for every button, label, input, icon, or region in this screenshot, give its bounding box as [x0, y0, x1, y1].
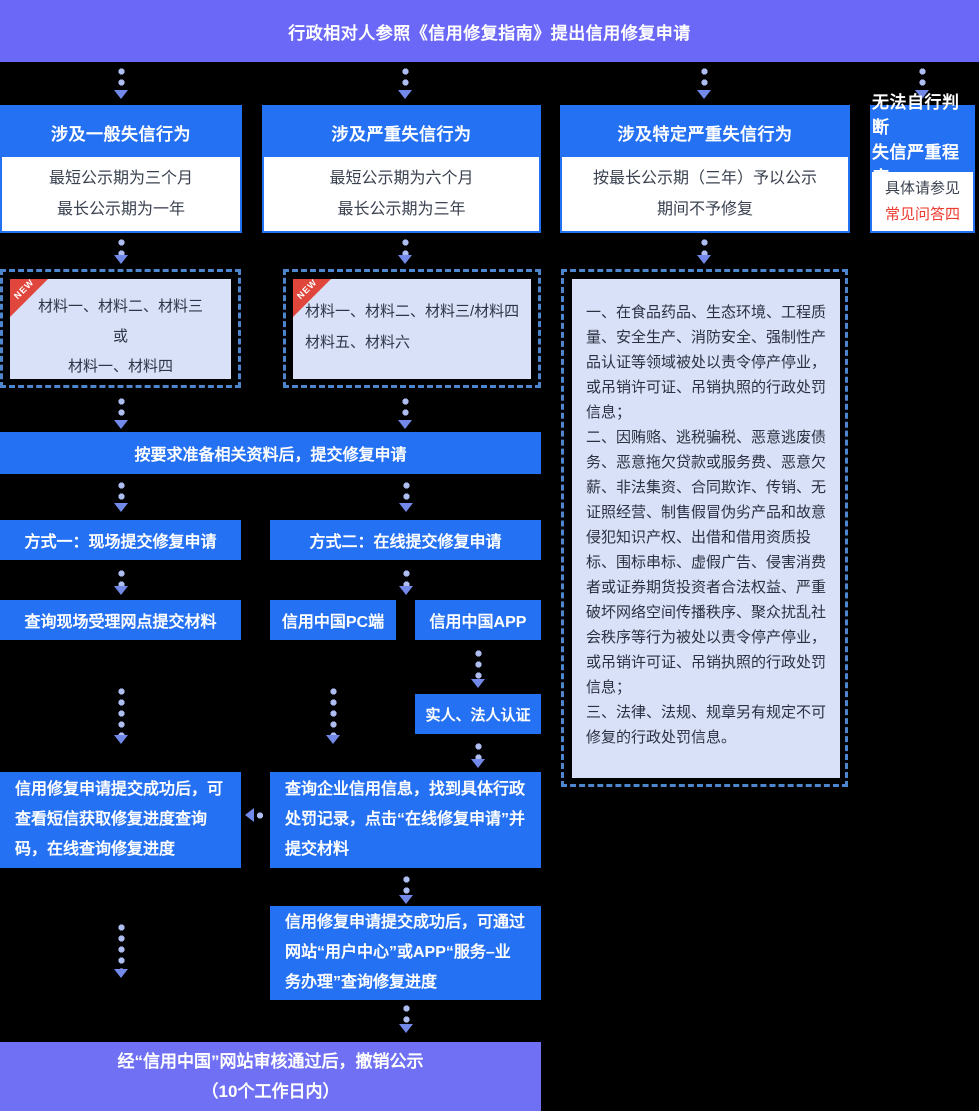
- final-result-line1: 经“信用中国”网站审核通过后，撤销公示: [117, 1051, 424, 1071]
- onsite-step-label: 查询现场受理网点提交材料: [24, 614, 217, 631]
- flow-arrow-down: [399, 874, 413, 904]
- cannot-judge-title-line2: 失信严重程度: [872, 142, 960, 187]
- general-dishonesty-box: 涉及一般失信行为 最短公示期为三个月 最长公示期为一年: [0, 105, 242, 233]
- flow-arrow-down: [697, 237, 711, 264]
- serious-dishonesty-title: 涉及严重失信行为: [331, 124, 472, 144]
- flow-arrow-down: [399, 568, 413, 595]
- general-dishonesty-title: 涉及一般失信行为: [51, 124, 191, 144]
- flow-arrow-down: [326, 686, 340, 744]
- method-online-label: 方式二：在线提交修复申请: [309, 534, 502, 551]
- new-badge-label: NEW: [294, 276, 320, 302]
- cannot-judge-header: 无法自行判断 失信严重程度: [872, 93, 973, 187]
- flow-arrow-down: [915, 66, 929, 99]
- materials-general-text: 材料一、材料二、材料三 或 材料一、材料四: [10, 279, 231, 382]
- materials-line: 材料一、材料二、材料三: [37, 298, 203, 315]
- flow-arrow-down: [114, 686, 128, 744]
- materials-line: 材料一、材料二、材料三/材料四: [305, 303, 520, 320]
- credit-china-pc-label: 信用中国PC端: [281, 614, 385, 631]
- materials-serious-box: NEW 材料一、材料二、材料三/材料四 材料五、材料六: [293, 276, 531, 379]
- specific-detail-text: 一、在食品药品、生态环境、工程质量、安全生产、消防安全、强制性产品认证等领域被处…: [572, 279, 840, 750]
- flow-arrow-down: [114, 237, 128, 264]
- prepare-submit-bar: 按要求准备相关资料后，提交修复申请: [0, 432, 541, 474]
- flow-arrow-down: [399, 1003, 413, 1033]
- specific-detail-item-2: 二、因贿赂、逃税骗税、恶意逃废债务、恶意拖欠贷款或服务费、恶意欠薪、非法集资、合…: [586, 429, 827, 696]
- credit-china-app-box: 信用中国APP: [415, 600, 541, 640]
- flow-arrow-down: [114, 396, 128, 429]
- cannot-judge-body: 具体请参见 常见问答四: [872, 172, 973, 231]
- flow-arrow-left: [245, 808, 265, 822]
- cannot-judge-title-line1: 无法自行判断: [872, 92, 960, 137]
- specific-serious-body: 按最长公示期（三年）予以公示 期间不予修复: [562, 157, 848, 231]
- see-reference-text: 具体请参见: [884, 179, 960, 197]
- general-dishonesty-header: 涉及一般失信行为: [2, 107, 240, 157]
- auth-label: 实人、法人认证: [425, 706, 531, 724]
- flow-arrow-down: [471, 648, 485, 688]
- onsite-result-label: 信用修复申请提交成功后，可查看短信获取修复进度查询码，在线查询修复进度: [15, 781, 224, 858]
- materials-or: 或: [112, 328, 128, 345]
- specific-detail-item-1: 一、在食品药品、生态环境、工程质量、安全生产、消防安全、强制性产品认证等领域被处…: [586, 304, 827, 421]
- faq-four-link: 常见问答四: [884, 205, 960, 223]
- flow-arrow-down: [114, 922, 128, 978]
- serious-dishonesty-box: 涉及严重失信行为 最短公示期为六个月 最长公示期为三年: [262, 105, 541, 233]
- materials-line: 材料一、材料四: [67, 358, 173, 375]
- new-badge-label: NEW: [11, 276, 37, 302]
- new-badge-icon: NEW: [293, 276, 331, 317]
- serious-dishonesty-body: 最短公示期为六个月 最长公示期为三年: [264, 157, 539, 231]
- credit-china-pc-box: 信用中国PC端: [270, 600, 396, 640]
- general-min-period: 最短公示期为三个月: [48, 170, 193, 187]
- specific-serious-header: 涉及特定严重失信行为: [562, 107, 848, 157]
- flow-arrow-down: [398, 66, 412, 99]
- flow-arrow-down: [398, 396, 412, 429]
- flow-arrow-down: [471, 741, 485, 768]
- top-banner: 行政相对人参照《信用修复指南》提出信用修复申请: [0, 0, 979, 62]
- onsite-result-box: 信用修复申请提交成功后，可查看短信获取修复进度查询码，在线查询修复进度: [0, 772, 241, 868]
- online-result-label: 信用修复申请提交成功后，可通过网站“用户中心”或APP“服务–业务办理”查询修复…: [285, 914, 526, 991]
- final-result-line2: （10个工作日内）: [201, 1081, 340, 1101]
- flow-arrow-down: [114, 480, 128, 512]
- specific-no-repair: 期间不予修复: [656, 201, 753, 218]
- serious-min-period: 最短公示期为六个月: [329, 170, 474, 187]
- specific-serious-title: 涉及特定严重失信行为: [617, 124, 793, 144]
- specific-detail-box: 一、在食品药品、生态环境、工程质量、安全生产、消防安全、强制性产品认证等领域被处…: [572, 279, 840, 778]
- method-onsite-box: 方式一：现场提交修复申请: [0, 520, 241, 560]
- online-apply-label: 查询企业信用信息，找到具体行政处罚记录，点击“在线修复申请”并提交材料: [285, 781, 526, 858]
- specific-detail-item-3: 三、法律、法规、规章另有规定不可修复的行政处罚信息。: [586, 704, 827, 746]
- online-apply-box: 查询企业信用信息，找到具体行政处罚记录，点击“在线修复申请”并提交材料: [270, 772, 541, 868]
- flow-arrow-down: [399, 480, 413, 512]
- materials-serious-text: 材料一、材料二、材料三/材料四 材料五、材料六: [293, 279, 531, 358]
- materials-general-box: NEW 材料一、材料二、材料三 或 材料一、材料四: [10, 276, 231, 382]
- general-max-period: 最长公示期为一年: [56, 201, 185, 218]
- credit-china-app-label: 信用中国APP: [429, 614, 527, 631]
- top-banner-title: 行政相对人参照《信用修复指南》提出信用修复申请: [288, 23, 691, 43]
- serious-max-period: 最长公示期为三年: [337, 201, 466, 218]
- serious-dishonesty-header: 涉及严重失信行为: [264, 107, 539, 157]
- specific-serious-box: 涉及特定严重失信行为 按最长公示期（三年）予以公示 期间不予修复: [560, 105, 850, 233]
- materials-line: 材料五、材料六: [305, 334, 411, 351]
- general-dishonesty-body: 最短公示期为三个月 最长公示期为一年: [2, 157, 240, 231]
- flow-arrow-down: [398, 237, 412, 264]
- flow-arrow-down: [697, 66, 711, 99]
- cannot-judge-box: 无法自行判断 失信严重程度 具体请参见 常见问答四: [870, 93, 975, 233]
- online-result-box: 信用修复申请提交成功后，可通过网站“用户中心”或APP“服务–业务办理”查询修复…: [270, 906, 541, 1000]
- flow-arrow-down: [114, 66, 128, 99]
- method-onsite-label: 方式一：现场提交修复申请: [24, 534, 217, 551]
- flow-arrow-down: [114, 568, 128, 595]
- prepare-submit-label: 按要求准备相关资料后，提交修复申请: [134, 447, 407, 464]
- new-badge-icon: NEW: [10, 276, 48, 317]
- final-result-bar: 经“信用中国”网站审核通过后，撤销公示 （10个工作日内）: [0, 1042, 541, 1111]
- specific-publicity-period: 按最长公示期（三年）予以公示: [592, 170, 817, 187]
- method-online-box: 方式二：在线提交修复申请: [270, 520, 541, 560]
- onsite-step-box: 查询现场受理网点提交材料: [0, 600, 241, 640]
- auth-box: 实人、法人认证: [415, 694, 541, 734]
